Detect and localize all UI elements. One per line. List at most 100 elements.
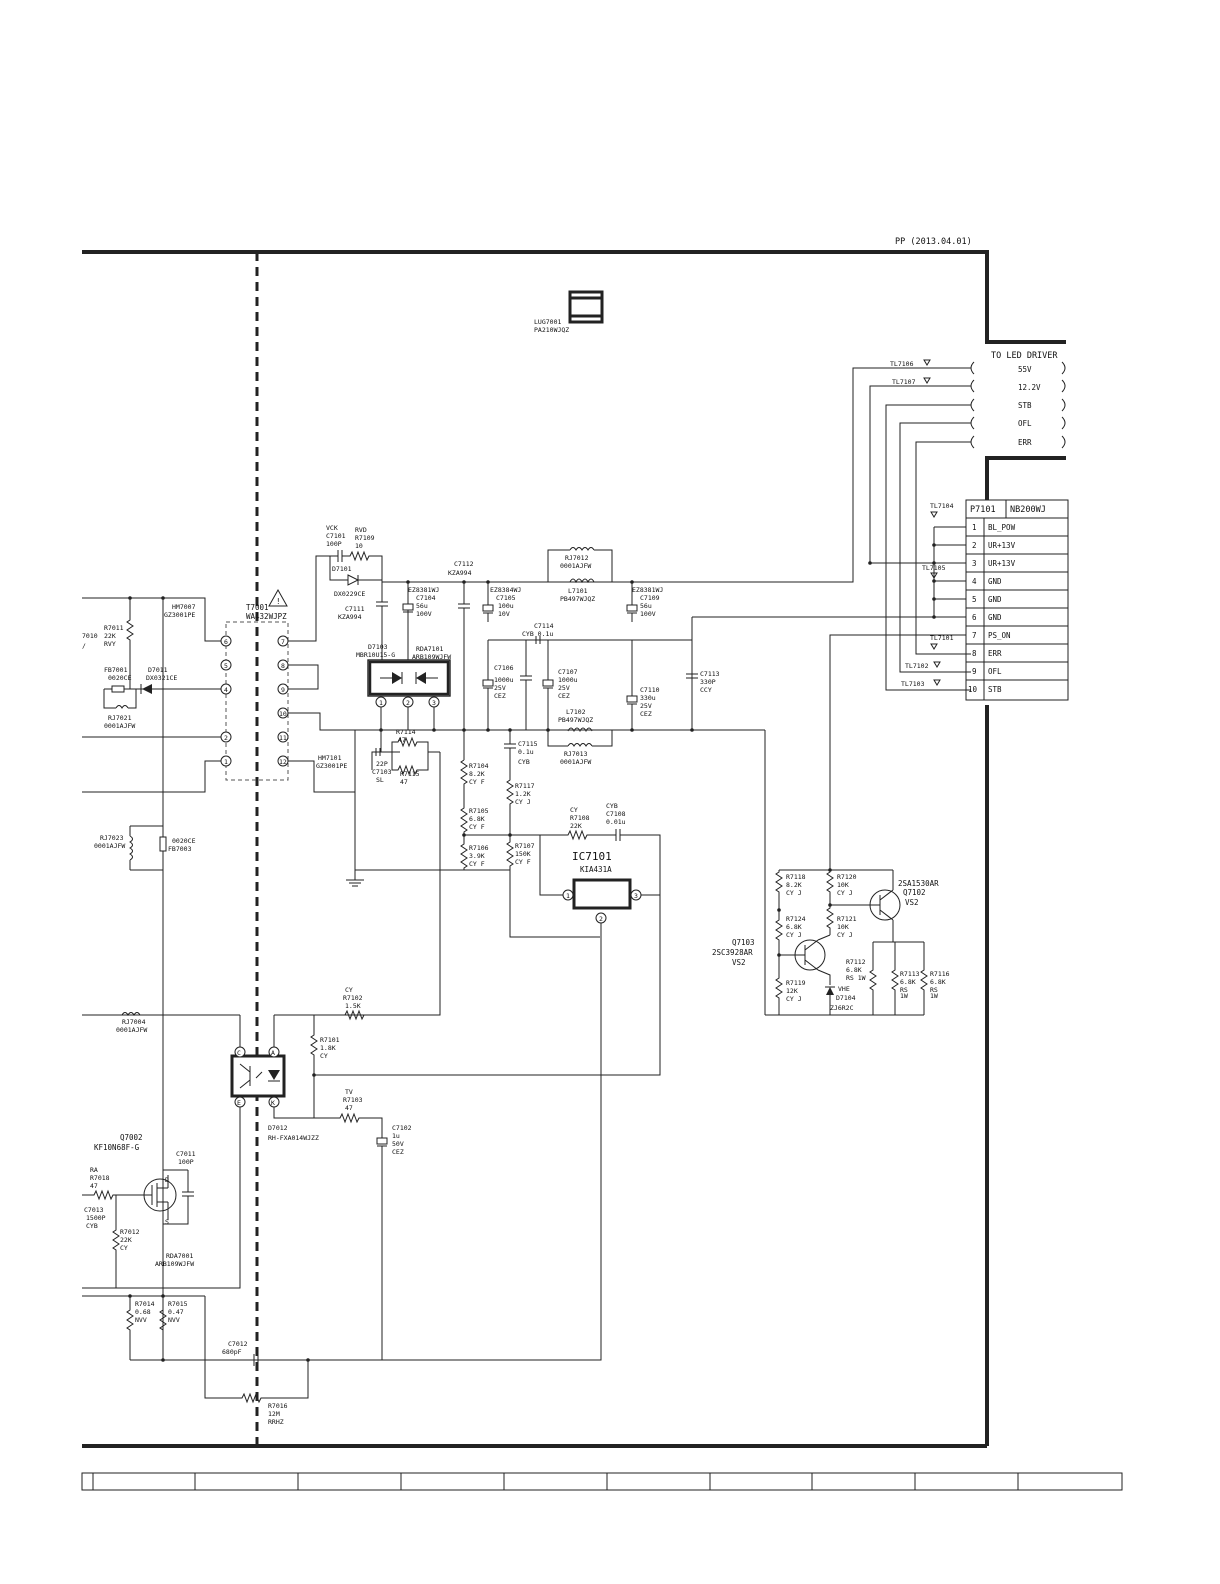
part-label: R7104: [469, 762, 489, 770]
part-label: 10V: [498, 610, 510, 618]
part-label: A: [271, 1049, 275, 1057]
part-label: 1: [566, 892, 570, 900]
ic7101: IC7101 KIA431A 1 2 3: [254, 835, 660, 1361]
part-label: R7114: [396, 728, 416, 736]
p7101-pin-name: GND: [988, 595, 1002, 604]
part-label: 22K: [104, 632, 116, 640]
part-label: R7116: [930, 970, 950, 978]
part-label: R7011: [104, 624, 124, 632]
part-label: CY F: [469, 823, 485, 831]
part-label: 47: [398, 736, 406, 744]
part-label: 330u: [640, 694, 656, 702]
p7101-pin-name: ERR: [988, 649, 1002, 658]
part-label: 0020CE: [172, 837, 196, 845]
part-label: 150K: [515, 850, 531, 858]
part-label: C7102: [392, 1124, 412, 1132]
part-label: 1: [379, 699, 383, 707]
part-label: 1.5K: [345, 1002, 361, 1010]
part-label: RH-FXA014WJZZ: [268, 1134, 319, 1142]
revision-label: PP (2013.04.01): [895, 237, 972, 247]
part-label: 100P: [178, 1158, 194, 1166]
part-label: C7112: [454, 560, 474, 568]
part-label: R7106: [469, 844, 489, 852]
photocoupler-d7012: C A E K D7012 RH-FXA014WJZZ: [82, 1015, 319, 1289]
led-pin: 55V: [970, 361, 1066, 375]
part-label: RJ7012: [565, 554, 589, 562]
part-label: 47: [400, 778, 408, 786]
t7001-part: WA432WJPZ: [246, 612, 287, 621]
part-label: RA: [90, 1166, 98, 1174]
part-label: 1.8K: [320, 1044, 336, 1052]
part-label: CEZ: [392, 1148, 404, 1156]
c7111: C7111 KZA994: [338, 582, 388, 660]
part-label: C7012: [228, 1340, 248, 1348]
part-label: R7113: [900, 970, 920, 978]
part-label: 100V: [640, 610, 656, 618]
part-label: R7112: [846, 958, 866, 966]
part-label: 12: [279, 758, 287, 766]
part-label: CYB: [518, 758, 530, 766]
part-label: 25V: [558, 684, 570, 692]
p7101-pin-num: 8: [972, 649, 977, 658]
part-label: D7101: [332, 565, 352, 573]
r7114-c7103-r7115: R7114 47 22P C7103 SL R7115 47: [274, 728, 441, 1016]
part-label: R7018: [90, 1174, 110, 1182]
part-label: 7: [281, 638, 285, 646]
part-label: CY J: [786, 889, 802, 897]
part-label: NVV: [168, 1316, 180, 1324]
part-label: DX0321CE: [146, 674, 177, 682]
p7101-pin-name: OFL: [988, 667, 1002, 676]
part-label: KZA994: [448, 569, 472, 577]
part-label: 1500P: [86, 1214, 106, 1222]
snubber-c7101-r7109: VCK C7101 100P RVD R7109 10 D7101 DX0229…: [326, 524, 383, 598]
part-label: 3: [432, 699, 436, 707]
part-label: RVY: [104, 640, 116, 648]
part-label: C7105: [496, 594, 516, 602]
part-label: VCK: [326, 524, 338, 532]
part-label: KZA994: [338, 613, 362, 621]
secondary-rail: C7114 CYB 0.1u C7106 1000u 25V CEZ C7107…: [482, 617, 720, 766]
part-label: CY: [345, 986, 353, 994]
part-label: C7104: [416, 594, 436, 602]
part-label: 6: [224, 638, 228, 646]
part-label: 1u: [392, 1132, 400, 1140]
p7101-pin-name: UR+13V: [988, 541, 1016, 550]
part-label: GZ3001PE: [164, 611, 195, 619]
part-label: 0.68: [135, 1308, 151, 1316]
t7001-ref: T7001: [246, 603, 269, 612]
output-rail: EZ8381WJ C7104 56u 100V C7112 KZA994 EZ8…: [382, 547, 853, 760]
led-pin: 12.2V: [970, 379, 1066, 393]
lug-part: PA210WJQZ: [534, 326, 569, 334]
part-label: VS2: [905, 898, 919, 907]
part-label: 1W: [930, 992, 938, 1000]
part-label: 12M: [268, 1410, 280, 1418]
part-label: 4: [224, 686, 228, 694]
led-pin: ERR: [970, 435, 1066, 449]
part-label: 0001AJFW: [104, 722, 135, 730]
part-label: 2: [224, 734, 228, 742]
part-label: SL: [376, 776, 384, 784]
part-label: 10: [355, 542, 363, 550]
part-label: VHE: [838, 985, 850, 993]
part-label: 0001AJFW: [94, 842, 125, 850]
part-label: C7115: [518, 740, 538, 748]
part-label: HM7101: [318, 754, 342, 762]
part-label: 11: [279, 734, 287, 742]
part-label: 25V: [494, 684, 506, 692]
part-label: RJ7004: [122, 1018, 146, 1026]
part-label: R7117: [515, 782, 535, 790]
part-label: Q7103: [732, 938, 755, 947]
part-label: R7107: [515, 842, 535, 850]
tl7101-label: TL7101: [930, 634, 954, 642]
part-label: MBR10U15-G: [356, 651, 395, 659]
part-label: D7011: [148, 666, 168, 674]
part-label: /: [82, 642, 86, 650]
part-label: 6.8K: [786, 923, 802, 931]
part-label: 1000u: [494, 676, 514, 684]
part-label: C7113: [700, 670, 720, 678]
part-label: 50V: [392, 1140, 404, 1148]
part-label: D: [165, 1176, 169, 1184]
part-label: C7103: [372, 768, 392, 776]
p7101-pin-name: PS_ON: [988, 631, 1011, 640]
